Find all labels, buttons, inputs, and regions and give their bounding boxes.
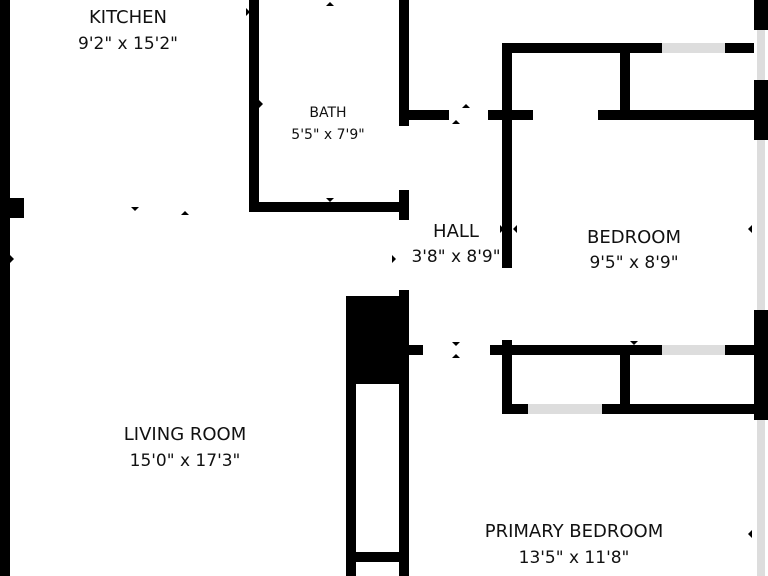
bath-dimensions: 5'5" x 7'9"	[291, 127, 364, 143]
window	[662, 43, 725, 53]
living-room-dimensions: 15'0" x 17'3"	[130, 451, 241, 471]
primary-bedroom-dimensions: 13'5" x 11'8"	[519, 548, 630, 568]
bedroom-label: BEDROOM	[587, 227, 681, 248]
kitchen-label: KITCHEN	[89, 7, 167, 28]
door-markers	[10, 2, 752, 538]
primary-bedroom-label: PRIMARY BEDROOM	[485, 521, 664, 542]
column-block	[346, 296, 409, 576]
living-room-label: LIVING ROOM	[124, 424, 246, 445]
kitchen-dimensions: 9'2" x 15'2"	[78, 34, 178, 54]
window	[528, 404, 602, 414]
bedroom-closet-walls	[502, 43, 768, 120]
window	[757, 30, 765, 80]
bedroom-dimensions: 9'5" x 8'9"	[589, 253, 678, 273]
window	[757, 420, 765, 576]
left-exterior-wall	[0, 0, 24, 576]
hall-label: HALL	[433, 221, 479, 242]
middle-closet-walls	[409, 340, 768, 414]
window	[757, 140, 765, 310]
bath-label: BATH	[309, 105, 346, 121]
bath-walls	[249, 0, 409, 220]
hall-dimensions: 3'8" x 8'9"	[411, 247, 500, 267]
window	[662, 345, 725, 355]
right-exterior-wall	[754, 0, 768, 576]
